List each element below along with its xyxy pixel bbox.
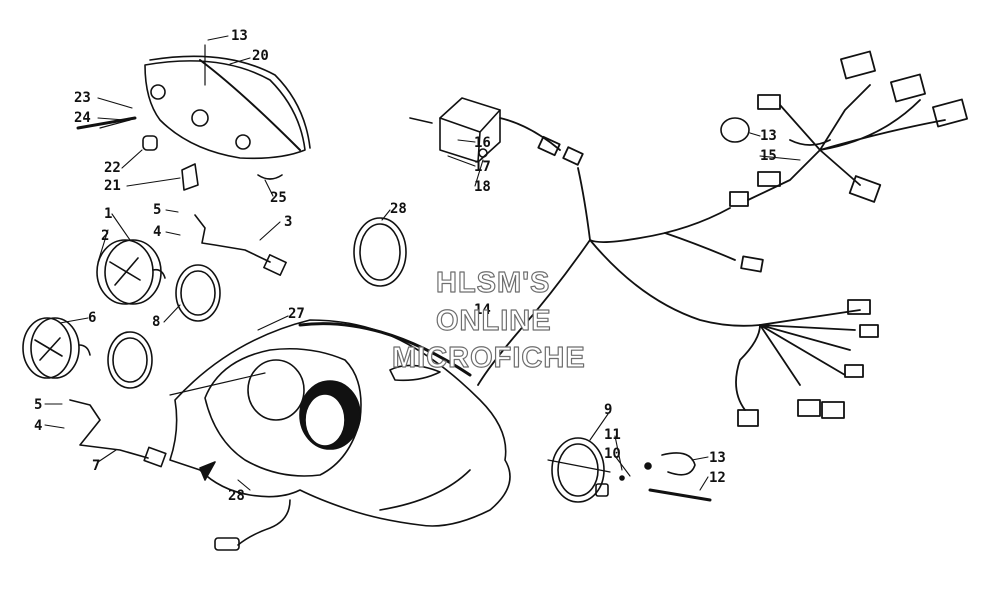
- callout-11: 11: [604, 427, 621, 443]
- callout-13-bottom: 13: [709, 450, 726, 466]
- callout-7: 7: [92, 458, 100, 474]
- callout-13-right: 13: [760, 128, 777, 144]
- callout-4-lower: 4: [34, 418, 42, 434]
- watermark-line-2: ONLINE: [436, 305, 552, 337]
- watermark: HLSM'S ONLINE MICROFICHE: [391, 266, 586, 374]
- headlight-assembly: [76, 44, 311, 191]
- gauge-light-socket-harness: [69, 214, 287, 468]
- gauge-bezel-28: [353, 217, 407, 287]
- callout-4-upper: 4: [153, 224, 161, 240]
- callout-20: 20: [252, 48, 269, 64]
- grommet-ring: [720, 117, 750, 143]
- callout-22: 22: [104, 160, 121, 176]
- callout-21: 21: [104, 178, 121, 194]
- watermark-line-1: HLSM'S: [436, 267, 550, 299]
- tachometer-gauge: [22, 317, 91, 379]
- small-gauge-bezel: [547, 437, 611, 503]
- tachometer-bezel-ring: [107, 331, 153, 389]
- callout-2: 2: [101, 228, 109, 244]
- callout-23: 23: [74, 90, 91, 106]
- callout-24: 24: [74, 110, 91, 126]
- callout-8: 8: [152, 314, 160, 330]
- callout-13: 13: [231, 28, 248, 44]
- watermark-line-3: MICROFICHE: [392, 342, 586, 374]
- dash-lower-harness: [214, 499, 291, 551]
- callout-17: 17: [474, 159, 491, 175]
- callout-9: 9: [604, 402, 612, 418]
- speedometer-gauge: [96, 239, 166, 305]
- callout-16: 16: [474, 135, 491, 151]
- callout-25: 25: [270, 190, 287, 206]
- leader-lines: [44, 35, 801, 491]
- callout-18: 18: [474, 179, 491, 195]
- callout-5-lower: 5: [34, 397, 42, 413]
- callout-3: 3: [284, 214, 292, 230]
- callout-6: 6: [88, 310, 96, 326]
- callout-28-lower: 28: [228, 488, 245, 504]
- instrument-dash-housing: [169, 319, 511, 527]
- voltage-regulator: [409, 97, 501, 163]
- callout-labels: 13 20 23 24 22 21 25 5 4 3 1 2 8 6 5 4 7…: [34, 28, 777, 504]
- callout-14: 14: [474, 302, 491, 318]
- main-wiring-harness: [477, 50, 968, 427]
- bulb-socket-hardware: [619, 452, 712, 502]
- callout-1: 1: [104, 206, 112, 222]
- callout-27: 27: [288, 306, 305, 322]
- callout-10: 10: [604, 446, 621, 462]
- callout-12: 12: [709, 470, 726, 486]
- callout-15: 15: [760, 148, 777, 164]
- gauge-bezel-ring: [175, 264, 221, 322]
- callout-28-upper: 28: [390, 201, 407, 217]
- callout-5-upper: 5: [153, 202, 161, 218]
